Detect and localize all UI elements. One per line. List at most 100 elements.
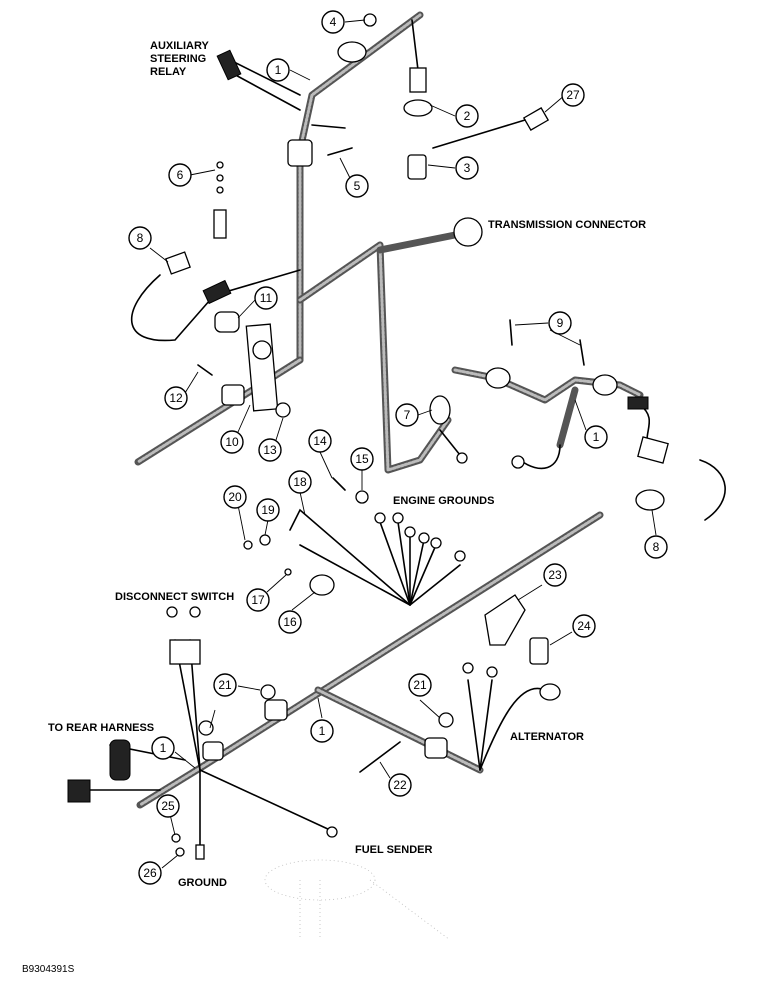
callout-23: 23 xyxy=(543,563,567,587)
bolt-icon xyxy=(197,364,213,376)
svg-text:15: 15 xyxy=(355,452,369,466)
nut-icon xyxy=(355,490,369,504)
fitting-icon xyxy=(522,107,550,131)
svg-text:21: 21 xyxy=(218,678,232,692)
harness-bundles xyxy=(134,11,644,809)
callout-8: 8 xyxy=(128,226,152,250)
sensor-icon xyxy=(635,489,665,511)
callout-1: 1 xyxy=(584,425,608,449)
pressure-switch-icon xyxy=(409,67,427,93)
engine-grounds-label: ENGINE GROUNDS xyxy=(393,495,494,507)
svg-text:25: 25 xyxy=(161,799,175,813)
callout-8: 8 xyxy=(644,535,668,559)
callout-26: 26 xyxy=(138,861,162,885)
callout-10: 10 xyxy=(220,430,244,454)
callout-7: 7 xyxy=(395,403,419,427)
svg-text:7: 7 xyxy=(404,408,411,422)
callout-6: 6 xyxy=(168,163,192,187)
svg-text:23: 23 xyxy=(548,568,562,582)
plug-icon xyxy=(214,311,240,333)
svg-text:2: 2 xyxy=(464,109,471,123)
clip-icon xyxy=(287,139,313,167)
relay-connector-icon xyxy=(216,49,242,81)
to-rear-harness-label: TO REAR HARNESS xyxy=(48,722,154,734)
svg-text:8: 8 xyxy=(653,540,660,554)
harness-clip-icon xyxy=(485,367,511,389)
terminal-boot-icon xyxy=(484,594,526,646)
callout-22: 22 xyxy=(388,773,412,797)
callout-21: 21 xyxy=(213,673,237,697)
callout-4: 4 xyxy=(321,10,345,34)
callout-11: 11 xyxy=(254,286,278,310)
svg-text:22: 22 xyxy=(393,778,407,792)
svg-text:1: 1 xyxy=(593,430,600,444)
svg-text:19: 19 xyxy=(261,503,275,517)
callout-1: 1 xyxy=(151,736,175,760)
svg-text:6: 6 xyxy=(177,168,184,182)
callout-2: 2 xyxy=(455,104,479,128)
figure-code: B9304391S xyxy=(22,964,75,975)
svg-text:4: 4 xyxy=(330,15,337,29)
svg-text:1: 1 xyxy=(319,724,326,738)
callout-14: 14 xyxy=(308,429,332,453)
bracket-icon xyxy=(245,323,279,412)
disconnect-switch-icon xyxy=(169,639,201,665)
fuel-sender-outline xyxy=(264,859,376,901)
svg-text:21: 21 xyxy=(413,678,427,692)
svg-text:16: 16 xyxy=(283,615,297,629)
ground-strap-icon xyxy=(429,395,451,425)
callout-15: 15 xyxy=(350,447,374,471)
bolt-icon xyxy=(332,477,346,491)
bolt-icon xyxy=(509,319,513,346)
bolt-icon xyxy=(327,147,353,156)
adapter-icon xyxy=(407,154,427,180)
transmission-connector-icon xyxy=(453,217,483,247)
temp-sender-icon xyxy=(213,209,227,239)
oil-switch-icon xyxy=(309,574,335,596)
bolt-icon xyxy=(359,741,401,773)
callout-3: 3 xyxy=(455,156,479,180)
svg-text:3: 3 xyxy=(464,161,471,175)
callout-16: 16 xyxy=(278,610,302,634)
ground-label: GROUND xyxy=(178,877,227,889)
cover-icon xyxy=(529,637,549,665)
rear-harness-connector-icon xyxy=(109,739,131,781)
sensor-icon xyxy=(165,251,191,275)
callout-18: 18 xyxy=(288,470,312,494)
svg-text:8: 8 xyxy=(137,231,144,245)
callout-21: 21 xyxy=(408,673,432,697)
nut-icon xyxy=(275,402,291,418)
callout-1: 1 xyxy=(266,58,290,82)
callout-5: 5 xyxy=(345,174,369,198)
parts xyxy=(67,13,669,941)
callout-12: 12 xyxy=(164,386,188,410)
svg-text:20: 20 xyxy=(228,490,242,504)
svg-text:5: 5 xyxy=(354,179,361,193)
callout-17: 17 xyxy=(246,588,270,612)
nut-icon xyxy=(363,13,377,27)
svg-text:24: 24 xyxy=(577,619,591,633)
svg-text:26: 26 xyxy=(143,866,157,880)
callout-9: 9 xyxy=(548,311,572,335)
callout-1: 1 xyxy=(310,719,334,743)
disconnect-switch-label: DISCONNECT SWITCH xyxy=(115,591,234,603)
callout-25: 25 xyxy=(156,794,180,818)
callout-24: 24 xyxy=(572,614,596,638)
svg-text:14: 14 xyxy=(313,434,327,448)
svg-text:10: 10 xyxy=(225,435,239,449)
callout-27: 27 xyxy=(561,83,585,107)
ring-terminal-icon xyxy=(374,512,386,524)
callout-19: 19 xyxy=(256,498,280,522)
callout-13: 13 xyxy=(258,438,282,462)
svg-text:27: 27 xyxy=(566,88,580,102)
svg-text:12: 12 xyxy=(169,391,183,405)
harness-clip-icon xyxy=(337,41,367,63)
svg-text:17: 17 xyxy=(251,593,265,607)
svg-text:18: 18 xyxy=(293,475,307,489)
svg-text:13: 13 xyxy=(263,443,277,457)
svg-text:9: 9 xyxy=(557,316,564,330)
transmission-connector-label: TRANSMISSION CONNECTOR xyxy=(488,219,646,231)
svg-text:11: 11 xyxy=(260,291,273,305)
callout-20: 20 xyxy=(223,485,247,509)
